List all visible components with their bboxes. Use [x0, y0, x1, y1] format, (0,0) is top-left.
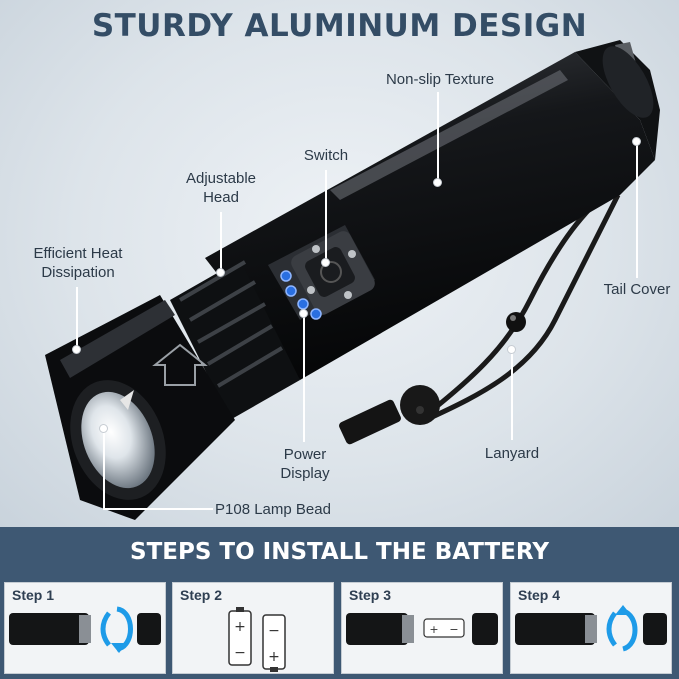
battery-minus-icon-2: − — [268, 623, 280, 639]
callout-line-adjustable-head — [220, 212, 222, 272]
callout-dot-switch — [321, 258, 330, 267]
step-4-illustration — [515, 605, 667, 652]
step-3-illustration: + − — [346, 613, 498, 645]
callout-line-power-display — [303, 312, 305, 442]
battery-plus-icon-2: + — [268, 649, 280, 665]
step-2-illustration: + − − + — [228, 607, 286, 672]
step-label-4: Step 4 — [518, 587, 561, 603]
callout-line-lanyard — [511, 348, 513, 440]
callout-line-lamp-bead-h — [103, 508, 213, 510]
callout-dot-adjustable-head — [216, 268, 225, 277]
callout-line-heat — [76, 287, 78, 351]
svg-text:−: − — [449, 623, 458, 636]
page-title: STURDY ALUMINUM DESIGN — [91, 8, 588, 44]
battery-plus-icon: + — [234, 619, 246, 635]
step-1-illustration — [9, 606, 161, 653]
step-label-2: Step 2 — [180, 587, 223, 603]
callout-line-tail-cover — [636, 140, 638, 278]
battery-steps-section: STEPS TO INSTALL THE BATTERY Step 1 Step… — [0, 527, 679, 679]
step-card-1: Step 1 — [4, 582, 166, 674]
label-lamp-bead: P108 Lamp Bead — [215, 501, 331, 518]
label-switch: Switch — [303, 147, 349, 164]
callout-dot-tail-cover — [632, 137, 641, 146]
label-tail-cover: Tail Cover — [603, 281, 671, 298]
callout-dot-heat — [72, 345, 81, 354]
label-lanyard: Lanyard — [484, 445, 540, 462]
callout-dot-non-slip — [433, 178, 442, 187]
step-label-1: Step 1 — [12, 587, 55, 603]
callout-line-lamp-bead-v — [103, 428, 105, 510]
label-power-display: Power Display — [280, 446, 330, 482]
step-card-2: Step 2 + − − + — [172, 582, 334, 674]
battery-steps-title: STEPS TO INSTALL THE BATTERY — [130, 539, 549, 565]
step-card-3: Step 3 + − — [341, 582, 503, 674]
label-non-slip-texture: Non-slip Texture — [385, 71, 495, 88]
step-card-4: Step 4 — [510, 582, 672, 674]
label-adjustable-head: Adjustable Head — [185, 170, 257, 206]
callout-line-non-slip — [437, 92, 439, 182]
callout-dot-lamp-bead — [99, 424, 108, 433]
feature-section: STURDY ALUMINUM DESIGN — [0, 0, 679, 527]
step-label-3: Step 3 — [349, 587, 392, 603]
callout-dot-power-display — [299, 309, 308, 318]
svg-text:+: + — [429, 623, 438, 636]
label-heat-dissipation: Efficient Heat Dissipation — [33, 245, 123, 281]
battery-minus-icon: − — [234, 645, 246, 661]
callout-dot-lanyard — [507, 345, 516, 354]
callout-line-switch — [325, 170, 327, 262]
flashlight-illustration — [45, 40, 660, 520]
